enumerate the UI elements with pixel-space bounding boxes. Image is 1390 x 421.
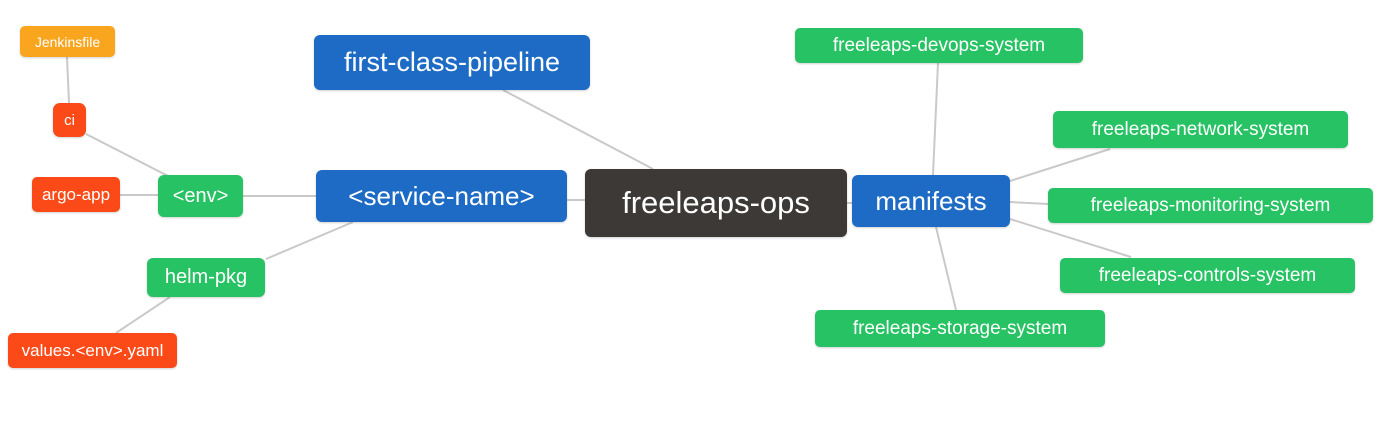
- node-freeleaps-devops-system[interactable]: freeleaps-devops-system: [795, 28, 1083, 63]
- edge-jenkinsfile-ci: [66, 56, 70, 104]
- edge-service-name-helm-pkg: [265, 221, 354, 260]
- node-first-class-pipeline[interactable]: first-class-pipeline: [314, 35, 590, 90]
- node-service-name[interactable]: <service-name>: [316, 170, 567, 222]
- node-freeleaps-monitoring-system[interactable]: freeleaps-monitoring-system: [1048, 188, 1373, 223]
- node-helm-pkg[interactable]: helm-pkg: [147, 258, 265, 297]
- edge-manifests-monitoring: [1009, 201, 1049, 205]
- edge-manifests-storage: [935, 226, 957, 311]
- node-manifests[interactable]: manifests: [852, 175, 1010, 227]
- node-values-env-yaml[interactable]: values.<env>.yaml: [8, 333, 177, 368]
- node-freeleaps-controls-system[interactable]: freeleaps-controls-system: [1060, 258, 1355, 293]
- node-ci[interactable]: ci: [53, 103, 86, 137]
- node-env[interactable]: <env>: [158, 175, 243, 217]
- edge-manifests-devops: [932, 62, 939, 176]
- node-freeleaps-ops-root[interactable]: freeleaps-ops: [585, 169, 847, 237]
- edge-manifests-network: [1009, 148, 1111, 182]
- node-freeleaps-storage-system[interactable]: freeleaps-storage-system: [815, 310, 1105, 347]
- node-freeleaps-network-system[interactable]: freeleaps-network-system: [1053, 111, 1348, 148]
- node-argo-app[interactable]: argo-app: [32, 177, 120, 212]
- edge-helm-pkg-values-env-yaml: [115, 296, 171, 334]
- edge-ci-env: [85, 133, 169, 177]
- edge-pipeline-freeleaps-ops: [502, 89, 654, 170]
- edge-manifests-controls: [1009, 218, 1132, 258]
- node-jenkinsfile[interactable]: Jenkinsfile: [20, 26, 115, 57]
